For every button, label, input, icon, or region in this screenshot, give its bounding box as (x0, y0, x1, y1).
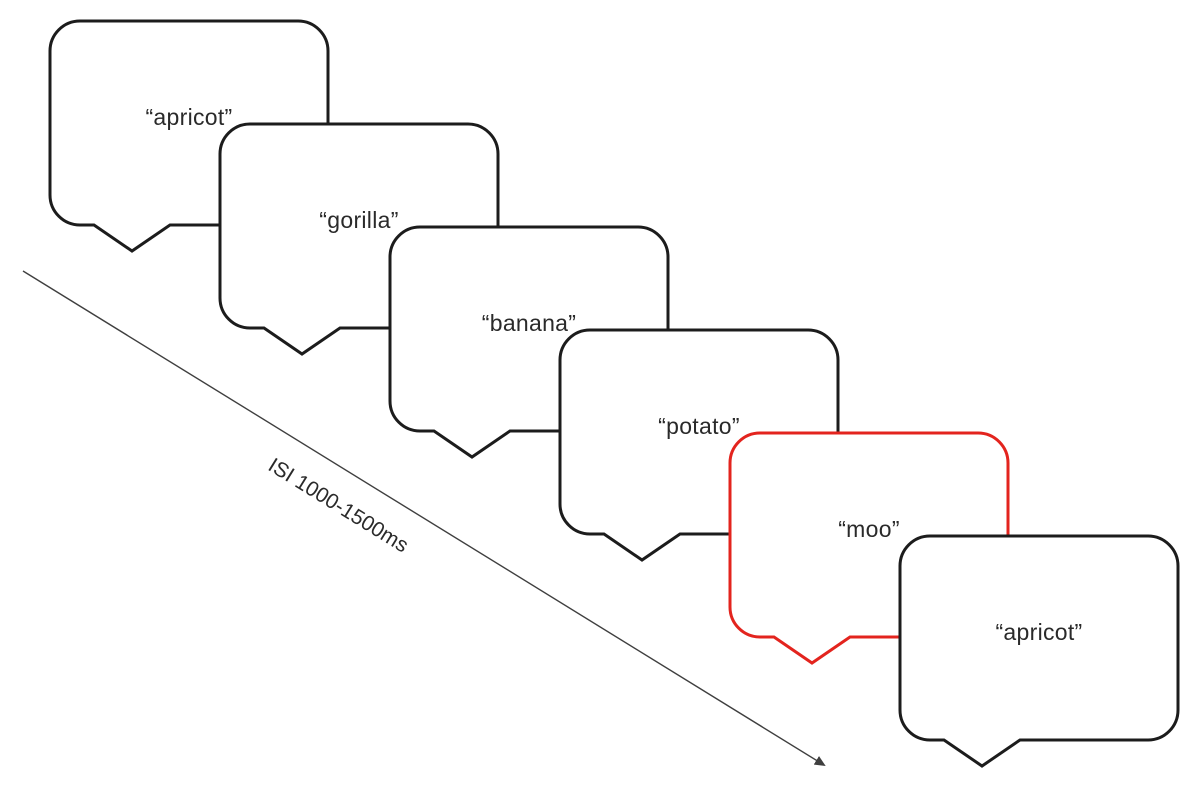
bubble-word: “gorilla” (319, 206, 399, 233)
bubble-word: “apricot” (145, 103, 233, 130)
bubble-word: “banana” (481, 309, 577, 336)
bubble-word: “moo” (838, 515, 900, 542)
timeline-arrow-line (22, 270, 826, 767)
bubble-word: “apricot” (995, 618, 1083, 645)
speech-bubble-apricot-2: “apricot” (898, 534, 1180, 768)
bubble-word: “potato” (658, 412, 740, 439)
bubble-outline (898, 534, 1180, 768)
